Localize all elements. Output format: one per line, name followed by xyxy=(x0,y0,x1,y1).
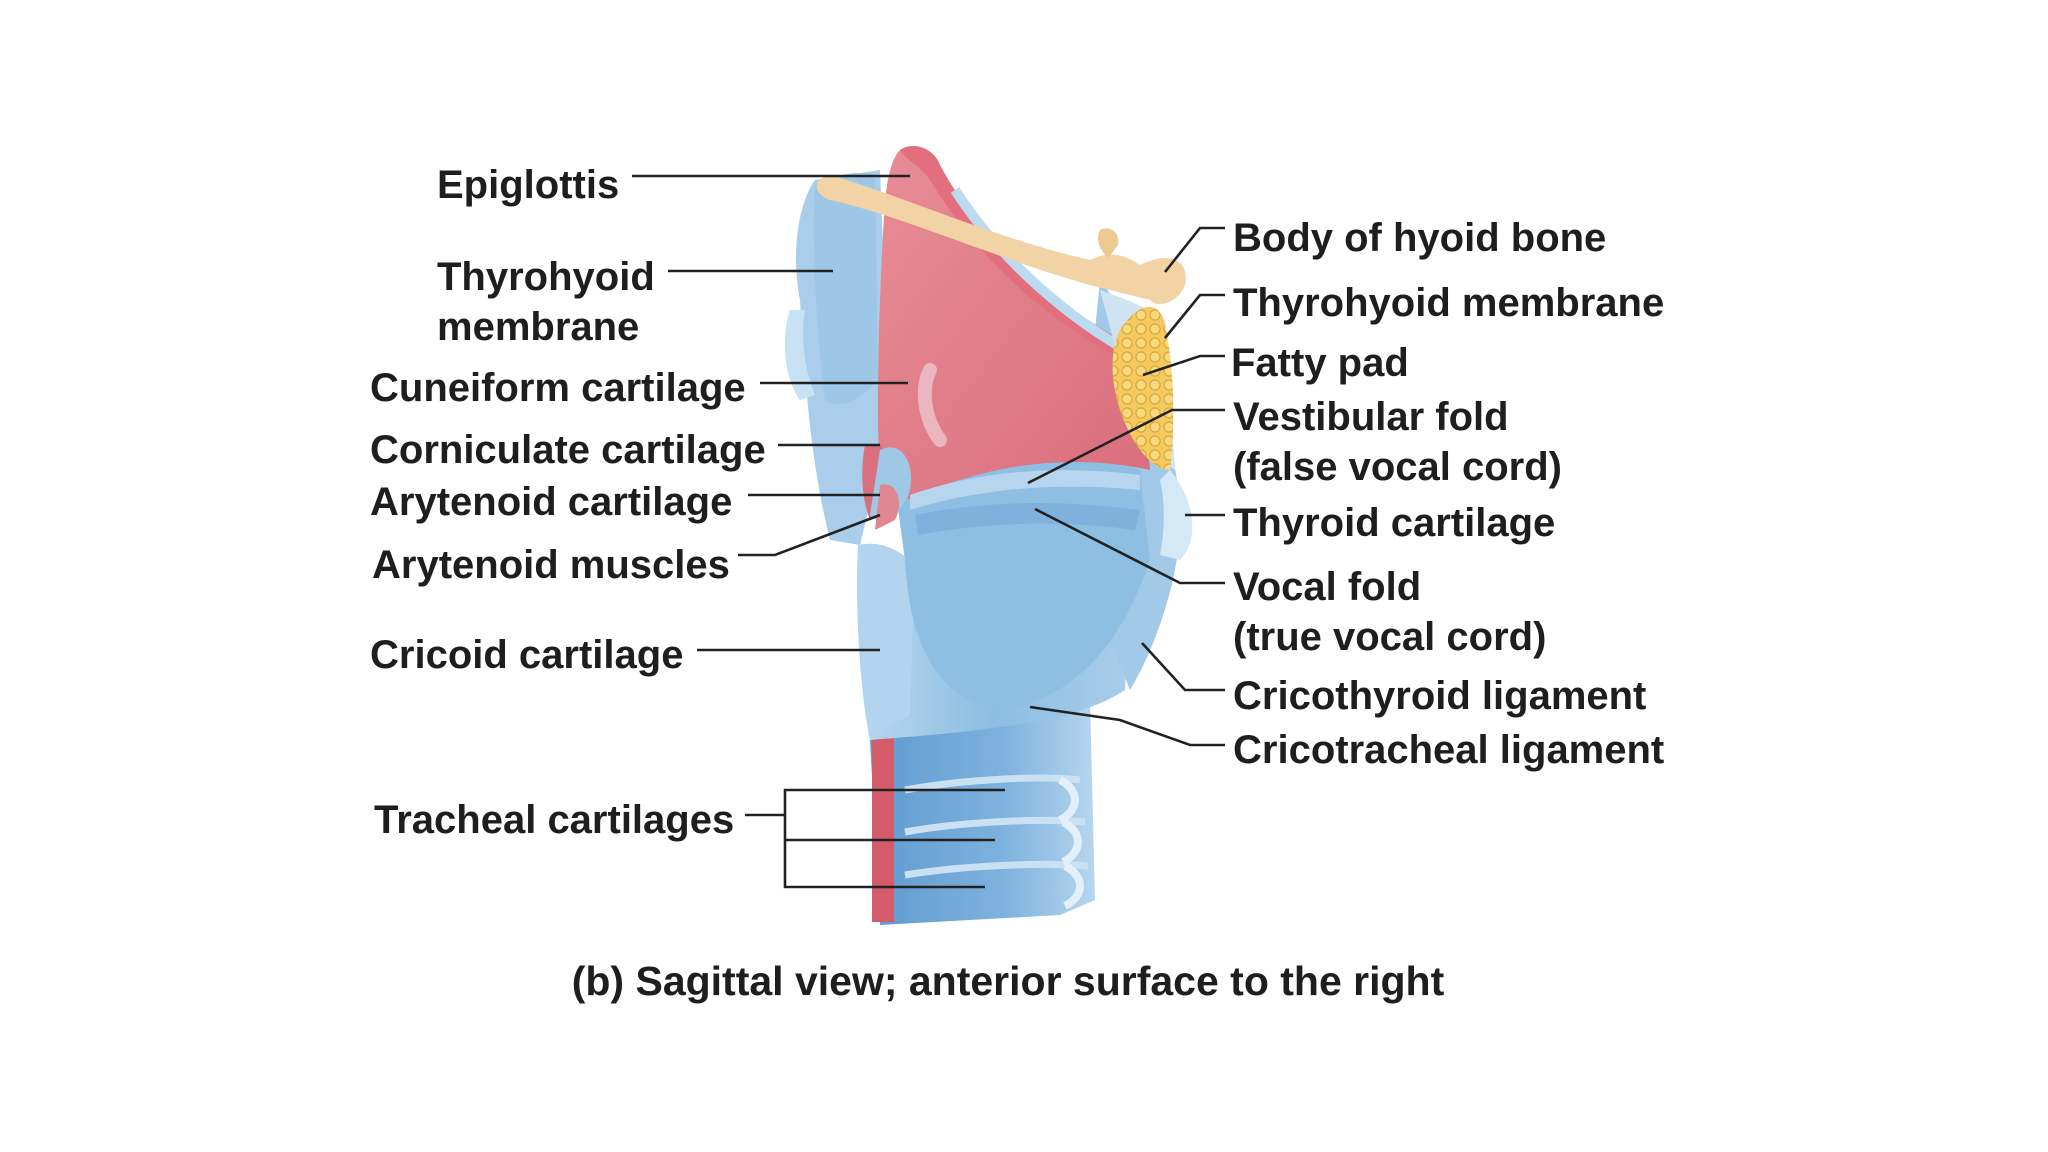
label-thyrohyoid-membrane-left: Thyrohyoid xyxy=(437,255,655,299)
hyoid-bone xyxy=(816,175,1186,305)
label-vestibular-fold: Vestibular fold xyxy=(1233,395,1509,439)
trachea xyxy=(870,700,1095,925)
leader-lines xyxy=(632,174,1225,889)
label-thyroid-cartilage: Thyroid cartilage xyxy=(1233,501,1556,545)
fatty-pad xyxy=(1112,306,1174,470)
label-arytenoid-muscles: Arytenoid muscles xyxy=(372,543,730,587)
label-corniculate-cartilage: Corniculate cartilage xyxy=(370,428,766,472)
label-true-vocal-cord: (true vocal cord) xyxy=(1233,615,1547,659)
label-false-vocal-cord: (false vocal cord) xyxy=(1233,445,1563,489)
label-tracheal-cartilages: Tracheal cartilages xyxy=(374,798,735,842)
label-arytenoid-cartilage: Arytenoid cartilage xyxy=(370,480,733,524)
vocal-folds xyxy=(910,470,1140,535)
label-cuneiform-cartilage: Cuneiform cartilage xyxy=(370,366,746,410)
label-body-of-hyoid-bone: Body of hyoid bone xyxy=(1233,216,1607,260)
label-cricothyroid-ligament: Cricothyroid ligament xyxy=(1233,674,1647,718)
label-thyrohyoid-membrane-right: Thyrohyoid membrane xyxy=(1233,281,1665,325)
label-fatty-pad: Fatty pad xyxy=(1231,341,1409,385)
arytenoid-region xyxy=(870,447,911,530)
figure-caption: (b) Sagittal view; anterior surface to t… xyxy=(571,958,1445,1004)
label-vocal-fold: Vocal fold xyxy=(1233,565,1422,609)
label-cricotracheal-ligament: Cricotracheal ligament xyxy=(1233,728,1665,772)
thyrohyoid-membrane-and-fatty-pad xyxy=(1100,290,1175,470)
label-cricoid-cartilage: Cricoid cartilage xyxy=(370,633,684,677)
label-epiglottis: Epiglottis xyxy=(437,163,620,207)
label-thyrohyoid-membrane-left-2: membrane xyxy=(437,305,640,349)
